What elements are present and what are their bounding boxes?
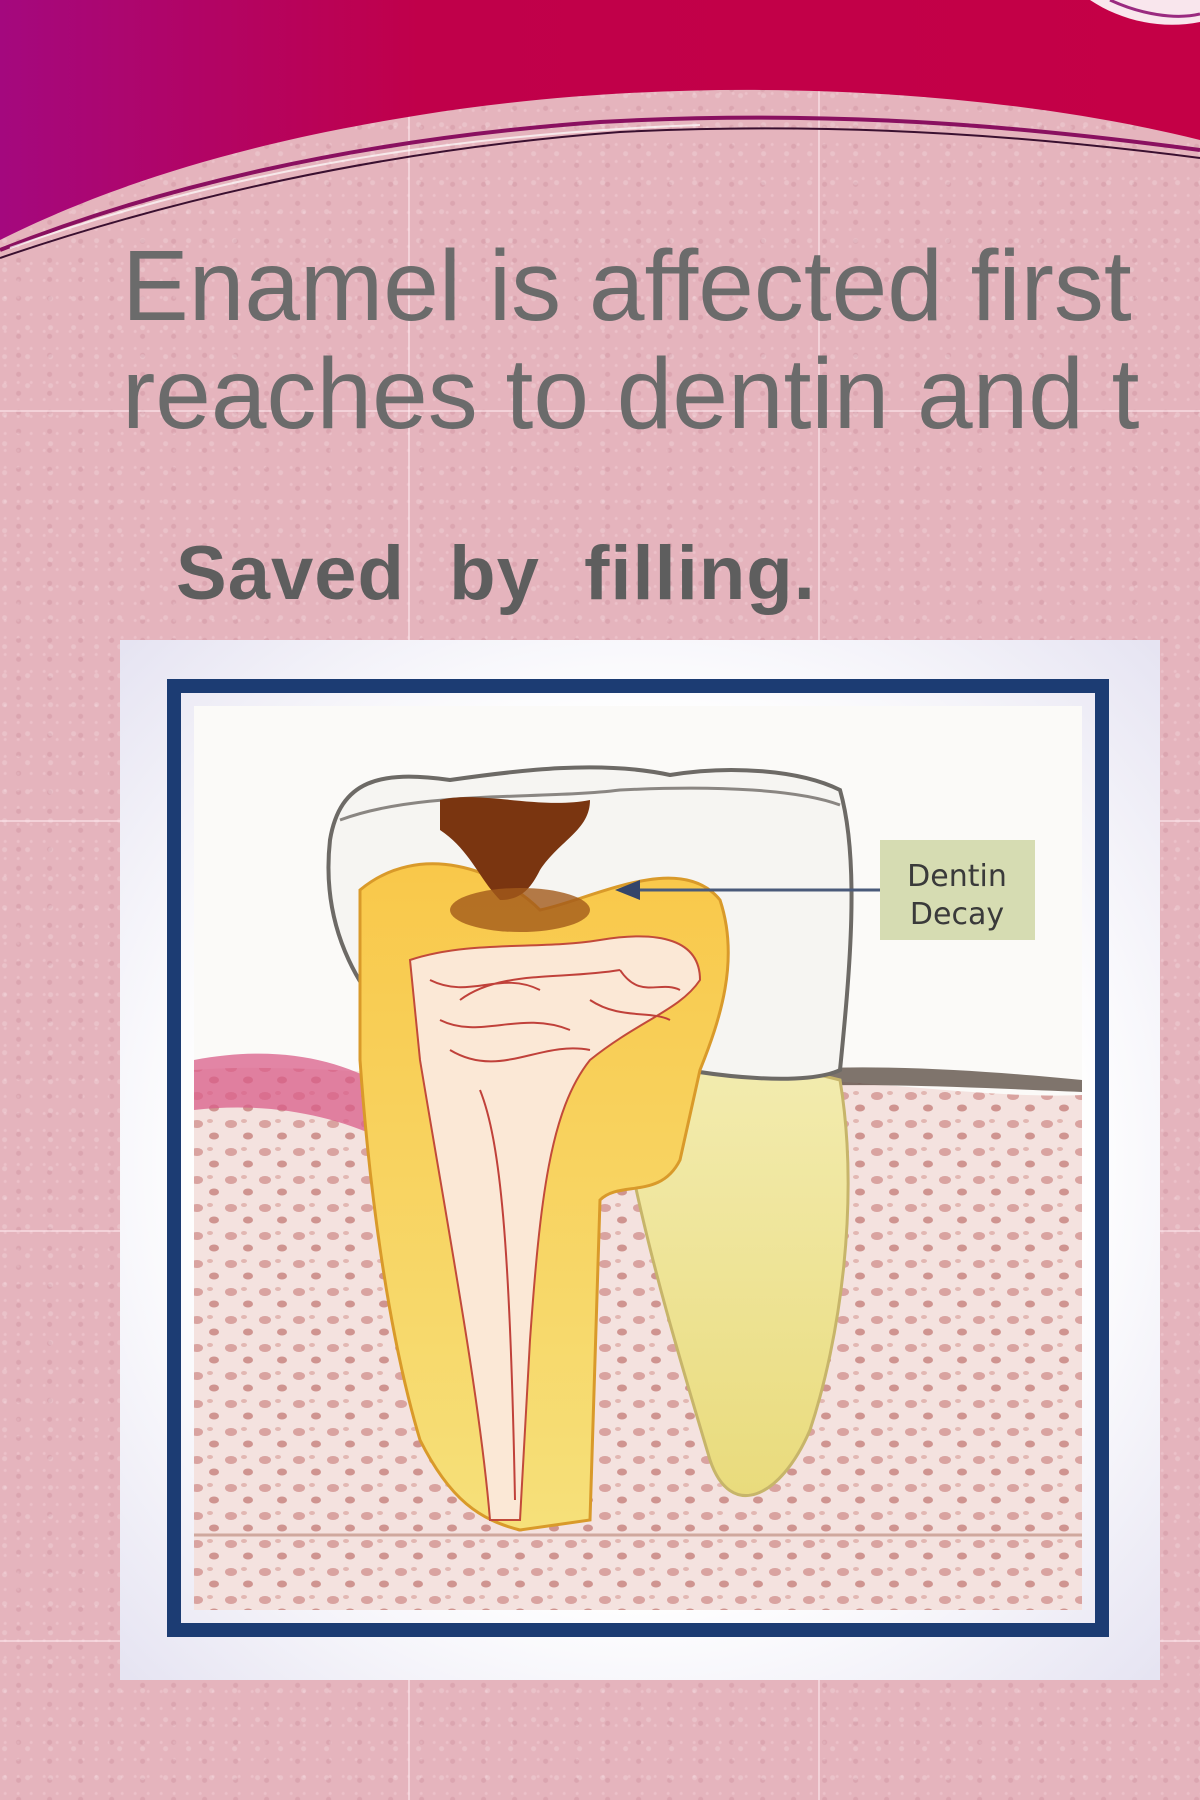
label-decay: Decay (910, 897, 1004, 932)
frame-border (167, 679, 1109, 1637)
tooth-illustration: Dentin Decay (120, 640, 1160, 1680)
header-swoosh (0, 0, 1200, 259)
tooth-pulp (408, 935, 702, 1521)
label-dentin: Dentin (907, 859, 1007, 894)
title-line-1: Enamel is affected first (122, 230, 1132, 342)
decay-cavity (440, 797, 590, 900)
slide-subtitle: Saved by filling. (176, 531, 816, 616)
background-tile-line (0, 410, 1200, 412)
slide-title: Enamel is affected first reaches to dent… (122, 232, 1200, 448)
title-line-2: reaches to dentin and t (122, 338, 1140, 450)
dentin-decay-label-box (880, 840, 1035, 940)
tooth-decay-figure: Dentin Decay (120, 640, 1160, 1680)
